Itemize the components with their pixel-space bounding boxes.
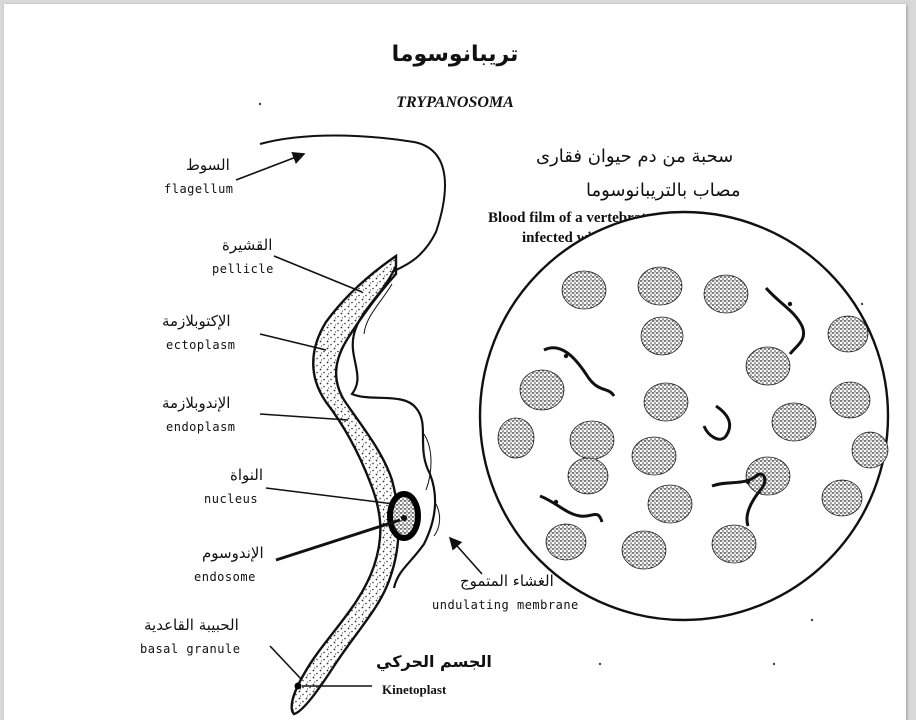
pointer-pellicle: [274, 256, 362, 292]
trypanosome-body: [292, 256, 399, 714]
pointer-flagellum: [236, 154, 304, 180]
flagellum-line: [260, 136, 445, 273]
kinetoplast-dot: [295, 683, 302, 690]
diagram-page: تريبانوسوما TRYPANOSOMA سحبة من دم حيوان…: [4, 4, 906, 720]
endosome-dot: [401, 515, 407, 521]
pointer-basal-granule: [270, 646, 302, 680]
blood-film-circle: [480, 212, 888, 620]
pointer-undulating-membrane: [450, 538, 482, 574]
diagram-drawing: [4, 4, 906, 720]
